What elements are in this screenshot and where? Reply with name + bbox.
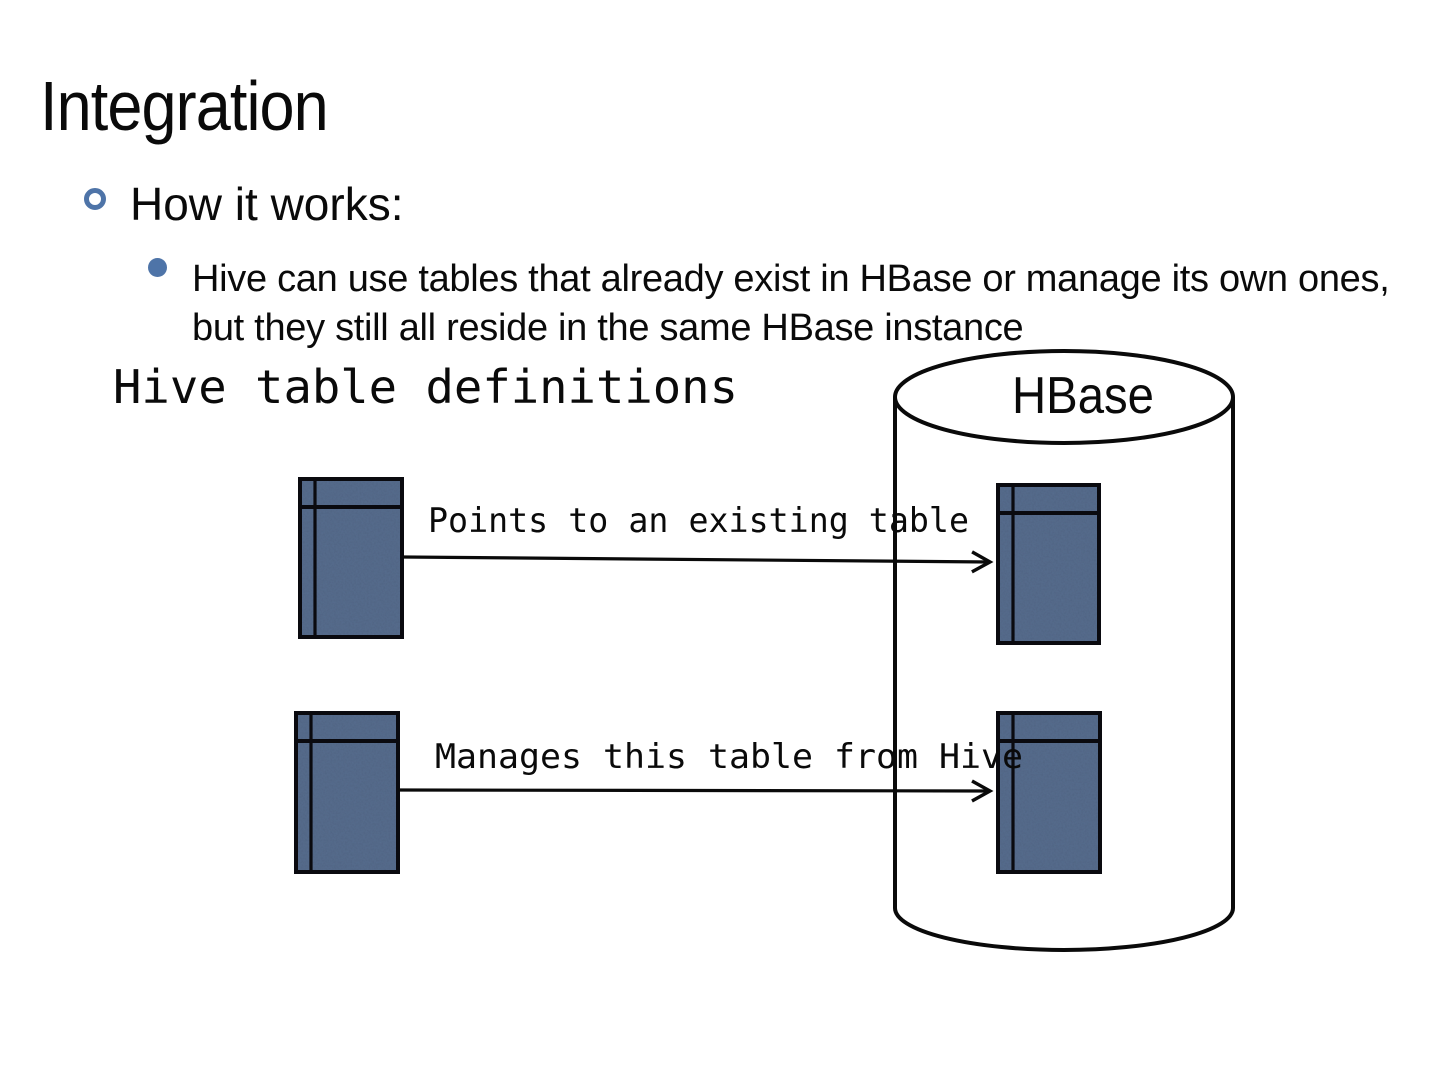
circle-bullet-icon	[84, 188, 106, 210]
manages-arrow	[397, 779, 994, 803]
cylinder-top	[893, 349, 1235, 445]
hive-table-definitions-label: Hive table definitions	[113, 360, 738, 414]
slide-title: Integration	[40, 67, 329, 145]
bullet-level2-text: Hive can use tables that already exist i…	[192, 258, 1390, 349]
hbase-label: HBase	[1012, 367, 1154, 425]
points-to-arrow	[402, 550, 994, 574]
database-cylinder-icon: HBase	[893, 349, 1235, 952]
arrow2-label: Manages this table from Hive	[435, 737, 1023, 777]
cylinder-body	[893, 397, 1235, 952]
dot-bullet-icon	[148, 258, 167, 277]
arrow1-label: Points to an existing table	[428, 501, 969, 541]
bullet-level1-text: How it works:	[130, 178, 404, 230]
hive-table-top-icon	[298, 477, 404, 639]
hbase-table-top-icon	[996, 483, 1101, 645]
hbase-table-bottom-icon	[996, 711, 1102, 874]
hive-table-bottom-icon	[294, 711, 400, 874]
